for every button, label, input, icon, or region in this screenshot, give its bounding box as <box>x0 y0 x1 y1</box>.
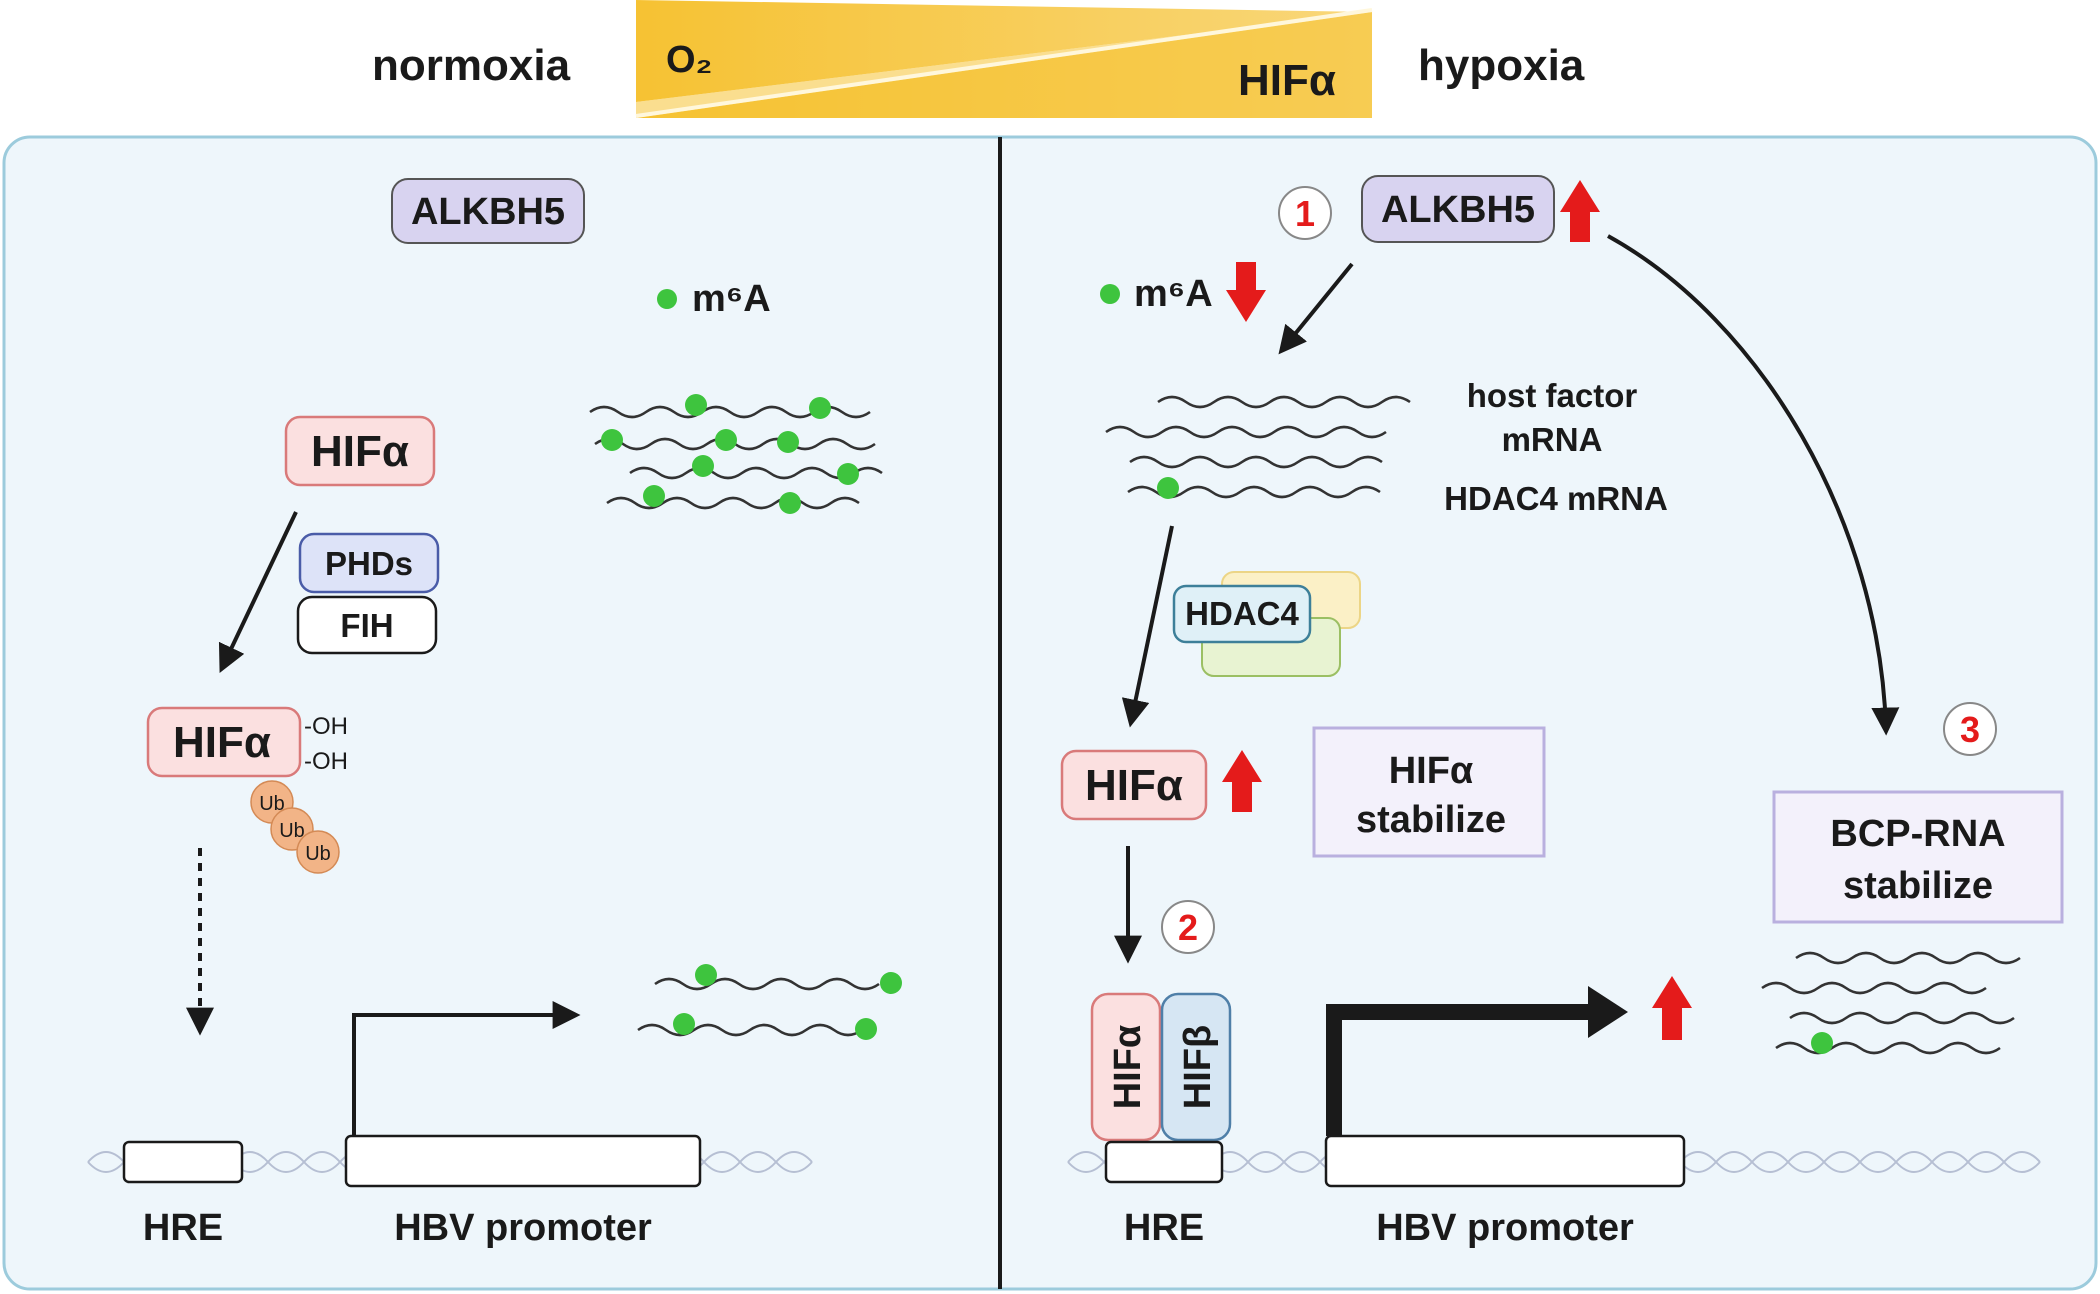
hre-box <box>122 1140 244 1184</box>
hre-label-hypoxia: HRE <box>1124 1207 1204 1249</box>
hdac4-box <box>1172 584 1312 644</box>
m6a-down-arrow-icon <box>1226 262 1266 322</box>
transcription-arrowhead-strong <box>1588 986 1628 1038</box>
bcp-rna-m6a-mark <box>1811 1032 1833 1054</box>
hif-alpha-vertical-label: HIFα <box>1107 1025 1149 1110</box>
hif-up-arrow-icon <box>1222 750 1262 812</box>
hif-beta-vertical-label: HIFβ <box>1177 1025 1219 1109</box>
m6a-dot-icon-hypoxia <box>1100 284 1120 304</box>
ubiquitin-3 <box>296 830 340 874</box>
hif-alpha-box <box>284 415 436 487</box>
m6a-dot-icon <box>657 289 677 309</box>
alkbh5-box-hypoxia <box>1361 175 1555 243</box>
step-1-badge <box>1278 186 1332 240</box>
step-3-badge <box>1943 702 1997 756</box>
transcription-arrow-weak <box>352 1001 581 1136</box>
hdac4-label: HDAC4 <box>1185 595 1299 632</box>
bcp-rna-transcripts <box>1761 951 2021 1055</box>
hydroxyl-group-2: -OH <box>304 748 348 775</box>
hif-alpha-label-hypoxia: HIFα <box>1085 761 1183 810</box>
step-2-badge <box>1161 900 1215 954</box>
step-3-number: 3 <box>1960 709 1980 750</box>
m6a-legend-label-hypoxia: m⁶A <box>1134 273 1213 315</box>
bcp-rna-stabilize-box <box>1772 790 2064 924</box>
step-2-number: 2 <box>1178 907 1198 948</box>
normoxia-label: normoxia <box>372 41 571 90</box>
hif-stabilize-line2: stabilize <box>1356 799 1506 841</box>
alkbh5-label: ALKBH5 <box>411 191 565 233</box>
gradient-hif-label: HIFα <box>1238 56 1336 105</box>
degradation-arrow <box>218 511 298 674</box>
transcript-m6a-marks-left <box>673 964 902 1040</box>
hif-alpha-label: HIFα <box>311 427 409 476</box>
hdac4-mrna-label: HDAC4 mRNA <box>1444 480 1668 517</box>
alkbh5-box <box>391 178 585 244</box>
ubiquitin-chain: Ub Ub Ub <box>250 780 340 874</box>
rna-stabilization-arrow <box>1607 234 1900 736</box>
diagram-panel <box>2 135 2098 1291</box>
hypoxia-panel: 1 ALKBH5 m⁶A host factor mRNA HDAC4 mRNA… <box>1060 175 2064 1249</box>
alkbh5-label-hypoxia: ALKBH5 <box>1381 189 1535 231</box>
phds-label: PHDs <box>325 545 413 582</box>
m6a-legend-label: m⁶A <box>692 278 771 320</box>
fih-label: FIH <box>340 607 393 644</box>
m6a-marks-cluster <box>601 394 859 514</box>
hydroxyl-group-1: -OH <box>304 713 348 740</box>
hif-alpha-vertical-box <box>1090 992 1162 1142</box>
host-factor-mrna-label-line1: host factor <box>1467 377 1638 414</box>
bcp-rna-stabilize-line2: stabilize <box>1843 865 1993 907</box>
alkbh5-up-arrow-icon <box>1560 180 1600 242</box>
phds-box <box>298 532 440 594</box>
demethylation-arrow <box>1278 262 1354 355</box>
hbv-promoter-box-hypoxia <box>1324 1134 1686 1188</box>
step-1-number: 1 <box>1295 193 1315 234</box>
hif-stabilize-box <box>1312 726 1546 858</box>
hre-label: HRE <box>143 1207 223 1249</box>
host-factor-mrna-label-line2: mRNA <box>1502 421 1603 458</box>
hif-beta-vertical-box <box>1160 992 1232 1142</box>
gradient-o2-label: O₂ <box>666 39 712 81</box>
translation-arrow <box>1121 525 1174 728</box>
ubiquitin-3-label: Ub <box>305 843 331 865</box>
bcp-rna-stabilize-line1: BCP-RNA <box>1830 813 2005 855</box>
transcription-up-arrow-icon <box>1652 976 1692 1040</box>
normoxia-panel: ALKBH5 m⁶A HIFα PHDs FIH HIFα -OH <box>87 178 902 1249</box>
hre-box-hypoxia <box>1104 1140 1224 1184</box>
hif-stabilize-line1: HIFα <box>1389 750 1474 792</box>
fih-box <box>296 595 438 655</box>
ubiquitin-2-label: Ub <box>279 820 305 842</box>
ubiquitin-1-label: Ub <box>259 793 285 815</box>
oxygen-hif-gradient: O₂ HIFα <box>635 0 1373 118</box>
hif-alpha-hydroxylated-label: HIFα <box>173 718 271 767</box>
hif-alpha-box-hypoxia <box>1060 749 1208 821</box>
hif-alpha-hydroxylated-box <box>146 706 302 778</box>
hbv-promoter-label-hypoxia: HBV promoter <box>1376 1207 1634 1249</box>
hbv-promoter-box <box>344 1134 702 1188</box>
hypoxia-label: hypoxia <box>1418 41 1585 90</box>
hbv-promoter-label: HBV promoter <box>394 1207 652 1249</box>
transcription-arrow-strong <box>1326 1004 1594 1136</box>
hbv-transcripts-left <box>637 977 880 1037</box>
residual-m6a-mark <box>1157 477 1179 499</box>
